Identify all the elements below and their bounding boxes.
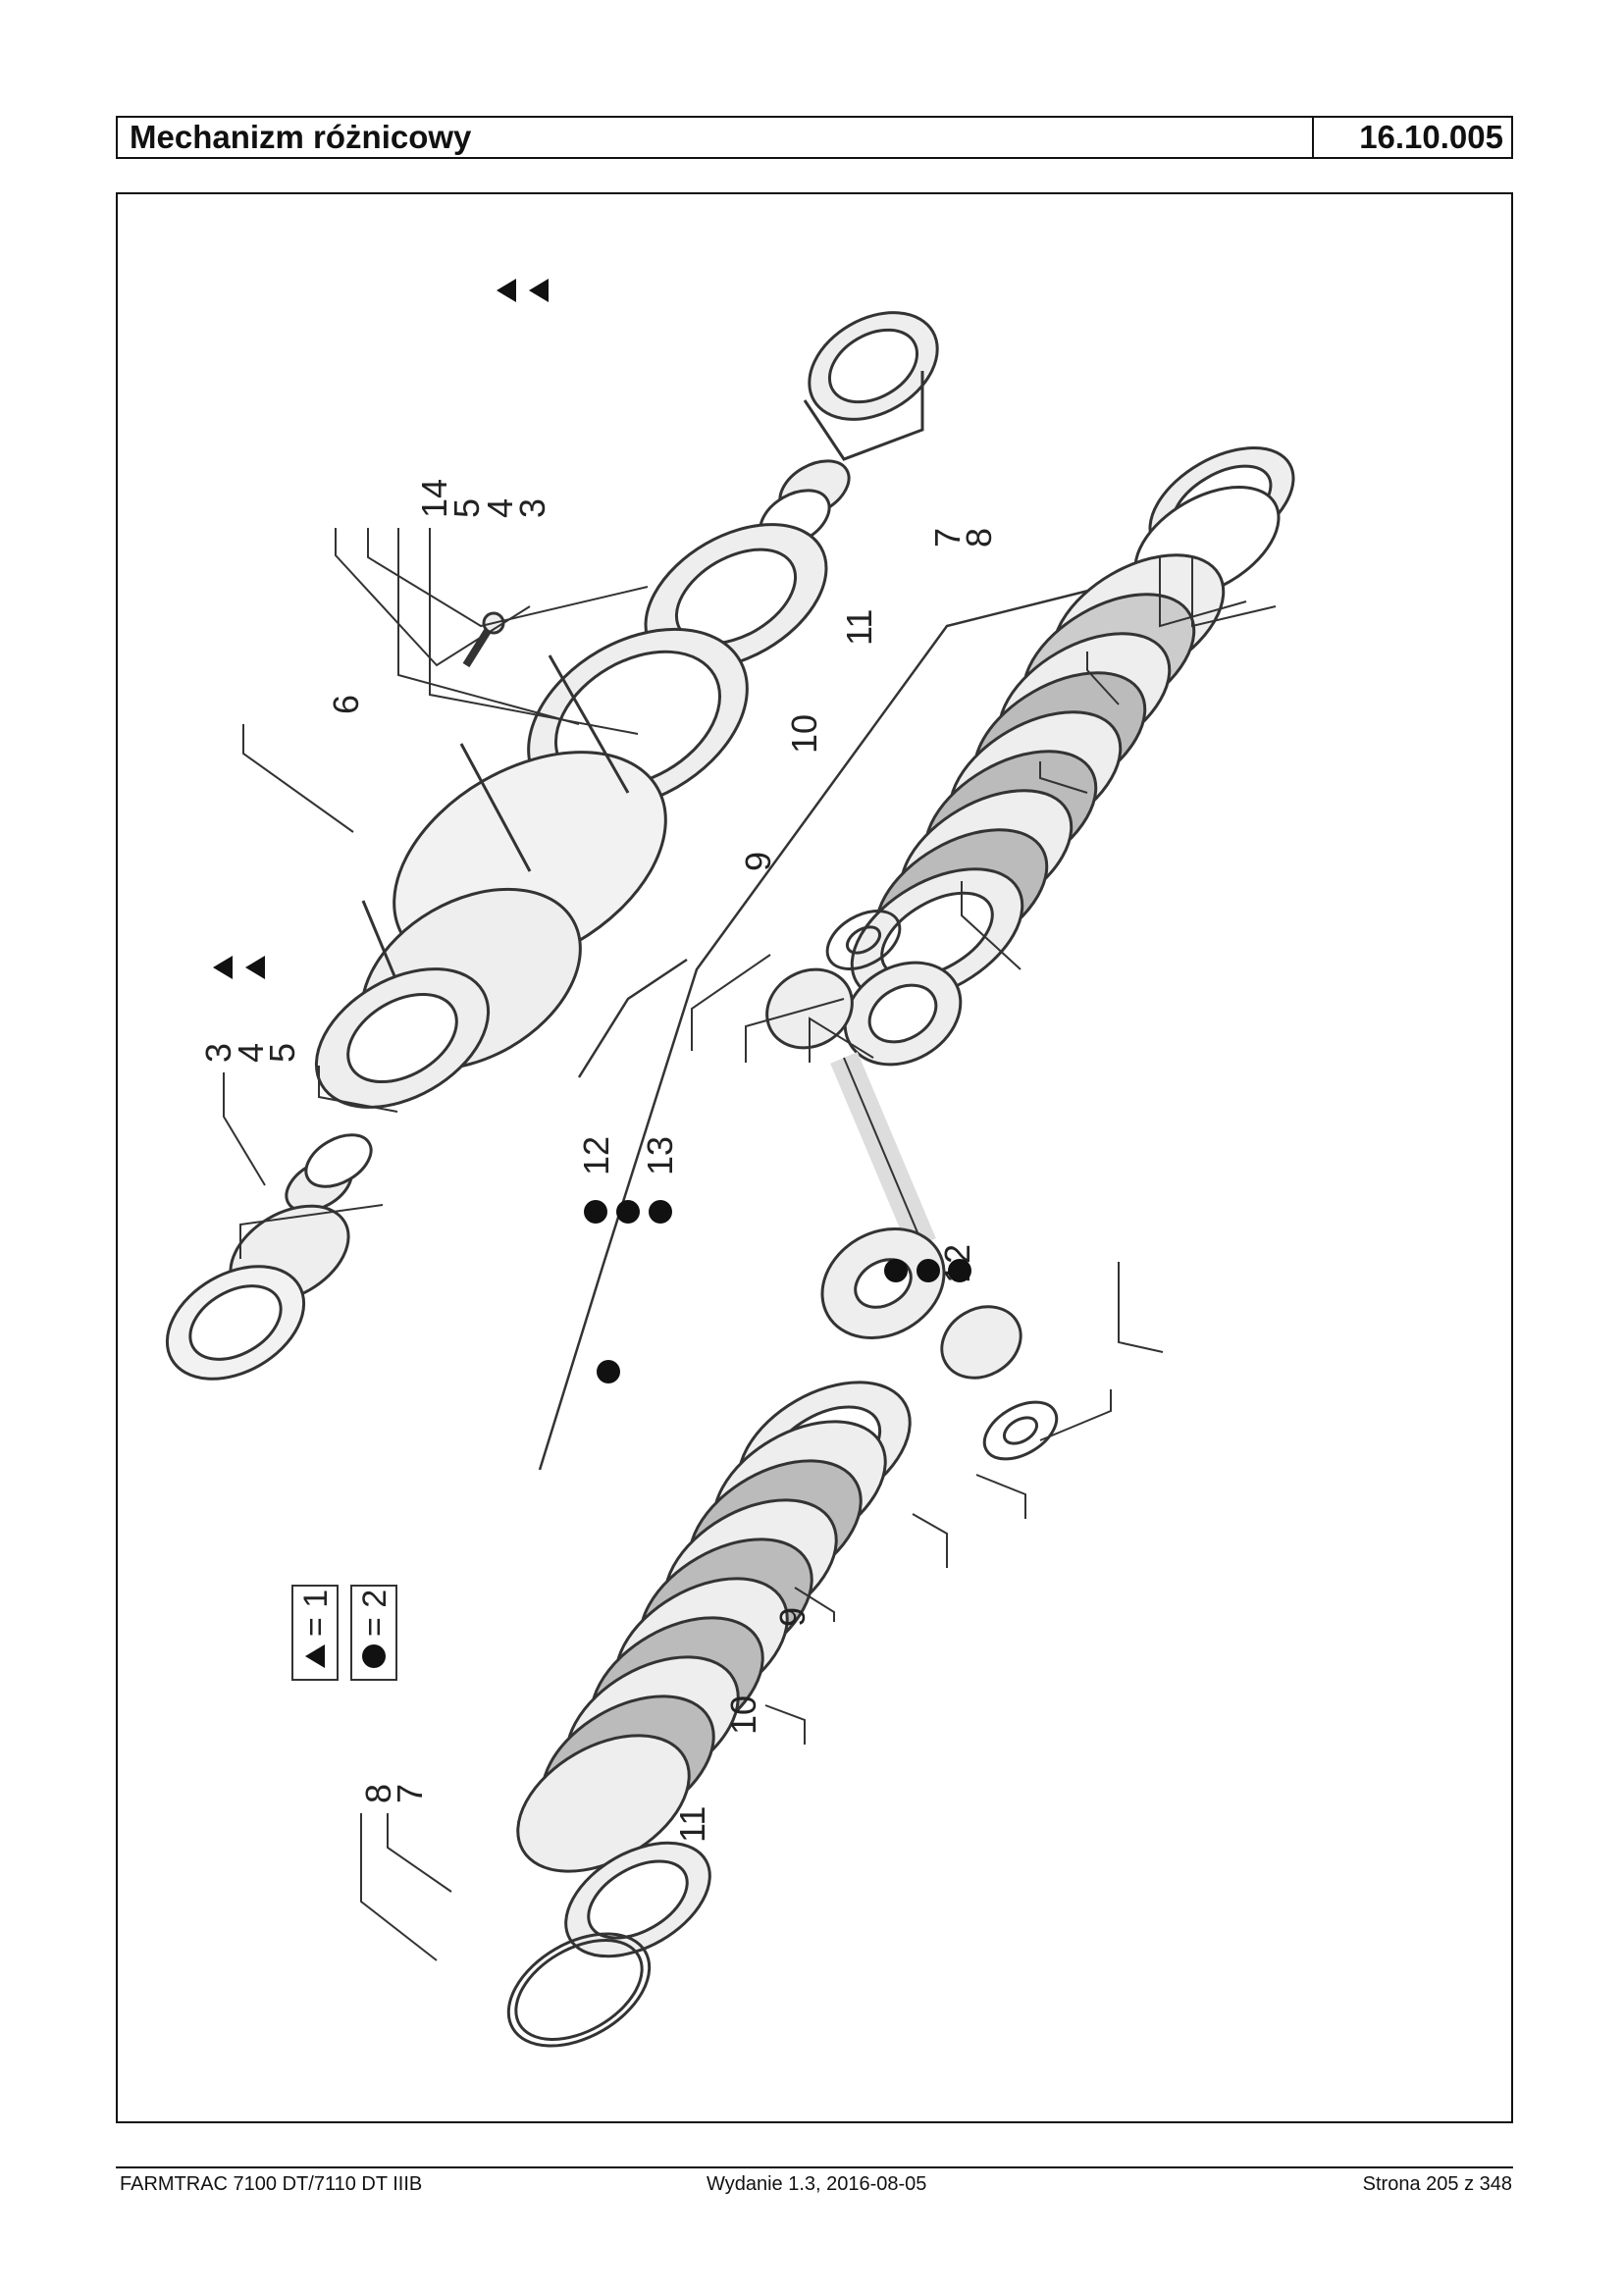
dot-marker-icon: [616, 1200, 640, 1224]
triangle-marker-icon: [529, 279, 549, 302]
triangle-marker-icon: [497, 279, 516, 302]
cover-hub-top: [803, 311, 939, 461]
page-header: Mechanizm różnicowy 16.10.005: [116, 116, 1513, 159]
section-code: 16.10.005: [1312, 118, 1511, 157]
callout-3-left: 3: [198, 1043, 238, 1063]
dot-marker-icon: [649, 1200, 672, 1224]
callout-7-top: 7: [927, 528, 968, 548]
washer-12-top: [825, 910, 902, 970]
cover-hub-left: [165, 1204, 350, 1381]
dot-marker-icon: [884, 1259, 908, 1282]
thrust-washer-7-left: [564, 1841, 711, 1958]
dot-marker-icon: [917, 1259, 940, 1282]
quantity-markers: [213, 279, 971, 1383]
bearing-left: [314, 967, 491, 1109]
legend-circle-icon: [362, 1644, 386, 1668]
callout-4-top: 4: [480, 498, 520, 518]
legend-triangle-text: = 1: [297, 1590, 335, 1637]
callout-9-bottom: 9: [772, 1607, 812, 1627]
washer-12-bottom: [982, 1400, 1059, 1461]
dot-marker-icon: [584, 1200, 607, 1224]
page-title: Mechanizm różnicowy: [130, 119, 472, 155]
callout-11-bottom: 11: [672, 1806, 712, 1843]
callout-13: 13: [640, 1136, 680, 1175]
pinion-shaft: [830, 1052, 936, 1250]
callout-7-bottom: 7: [390, 1784, 430, 1803]
bolt: [462, 611, 505, 668]
callout-14: 14: [414, 479, 454, 518]
footer-page-number: Strona 205 z 348: [1362, 2173, 1512, 2195]
footer-divider: [116, 2166, 1513, 2168]
callout-4-left: 4: [231, 1043, 271, 1063]
clutch-pack-left: [516, 1381, 912, 1873]
callout-8-bottom: 8: [358, 1784, 398, 1803]
legend: = 1 = 2: [291, 1585, 397, 1681]
callout-5-left: 5: [262, 1043, 302, 1063]
callout-9-top: 9: [738, 852, 778, 871]
snap-ring-8-left: [506, 1932, 652, 2048]
exploded-diagram-frame: 14 5 4 3 7 8 6 11 10 9 3 4 5 12 13 12 9 …: [116, 192, 1513, 2123]
pinion-gear-bottom: [940, 1305, 1022, 1380]
callout-5-top: 5: [446, 498, 487, 518]
differential-exploded-view: 14 5 4 3 7 8 6 11 10 9 3 4 5 12 13 12 9 …: [165, 279, 1295, 2048]
legend-triangle-icon: [305, 1644, 325, 1668]
triangle-marker-icon: [213, 956, 233, 979]
callout-11-top: 11: [839, 609, 879, 646]
footer-edition: Wydanie 1.3, 2016-08-05: [707, 2173, 927, 2195]
dot-marker-icon: [948, 1259, 971, 1282]
callout-8-top: 8: [959, 528, 999, 548]
dot-marker-icon: [597, 1360, 620, 1383]
bushing-left: [285, 1133, 373, 1213]
leader-lines: [223, 528, 1277, 1961]
callout-10-top: 10: [784, 714, 824, 754]
callout-6: 6: [326, 695, 366, 714]
side-gear-right: [843, 961, 963, 1067]
footer-model: FARMTRAC 7100 DT/7110 DT IIIB: [120, 2173, 423, 2195]
callout-12-top: 12: [576, 1136, 616, 1175]
legend-circle-text: = 2: [356, 1590, 393, 1637]
callout-3-top: 3: [512, 498, 552, 518]
clutch-pack-right: [850, 446, 1295, 1003]
triangle-marker-icon: [245, 956, 265, 979]
callout-10-bottom: 10: [723, 1695, 763, 1735]
